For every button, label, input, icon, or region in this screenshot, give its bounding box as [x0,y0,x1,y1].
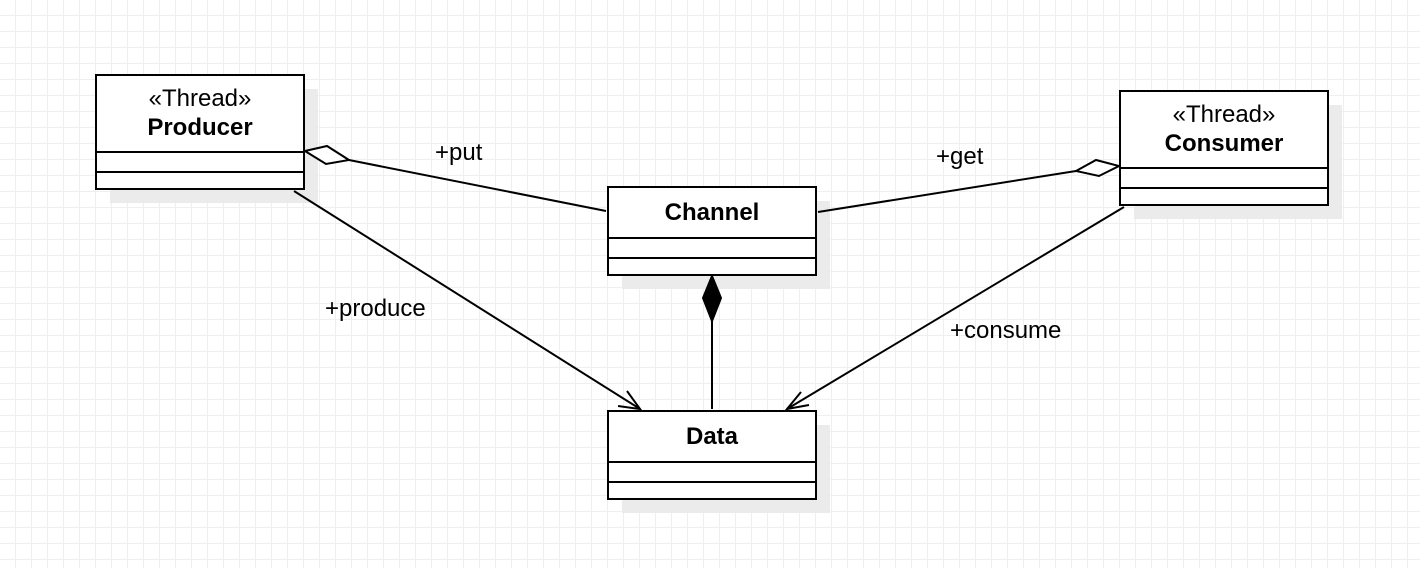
channel-operations-section[interactable] [609,259,815,274]
relation-consume-line[interactable] [784,206,1125,411]
relation-produce-line[interactable] [293,190,643,411]
consumer-operations-section[interactable] [1121,189,1327,204]
class-producer[interactable]: «Thread» Producer [95,74,305,190]
class-data[interactable]: Data [607,410,817,500]
consumer-name: Consumer [1164,129,1284,157]
label-produce: +produce [325,295,426,322]
consumer-attributes-section[interactable] [1121,169,1327,189]
composition-diamond-icon [701,273,723,324]
data-name: Data [685,422,739,450]
channel-name: Channel [664,198,760,226]
producer-attributes-section[interactable] [97,153,303,173]
class-channel[interactable]: Channel [607,186,817,276]
class-consumer[interactable]: «Thread» Consumer [1119,90,1329,206]
relation-put-line[interactable] [302,144,607,212]
relation-composition-line[interactable] [701,273,723,409]
producer-name: Producer [147,113,253,141]
open-arrowhead-icon [784,391,810,411]
class-consumer-header: «Thread» Consumer [1121,92,1327,169]
aggregation-diamond-icon [1073,158,1122,178]
class-channel-header: Channel [609,188,815,239]
label-get: +get [936,143,984,170]
aggregation-diamond-icon [302,144,352,166]
class-producer-header: «Thread» Producer [97,76,303,153]
label-consume: +consume [950,317,1062,344]
channel-attributes-section[interactable] [609,239,815,259]
producer-operations-section[interactable] [97,173,303,188]
consumer-stereotype: «Thread» [1172,100,1276,128]
class-data-header: Data [609,412,815,463]
producer-stereotype: «Thread» [148,84,252,112]
data-operations-section[interactable] [609,483,815,498]
data-attributes-section[interactable] [609,463,815,483]
open-arrowhead-icon [617,390,643,411]
label-put: +put [435,139,483,166]
